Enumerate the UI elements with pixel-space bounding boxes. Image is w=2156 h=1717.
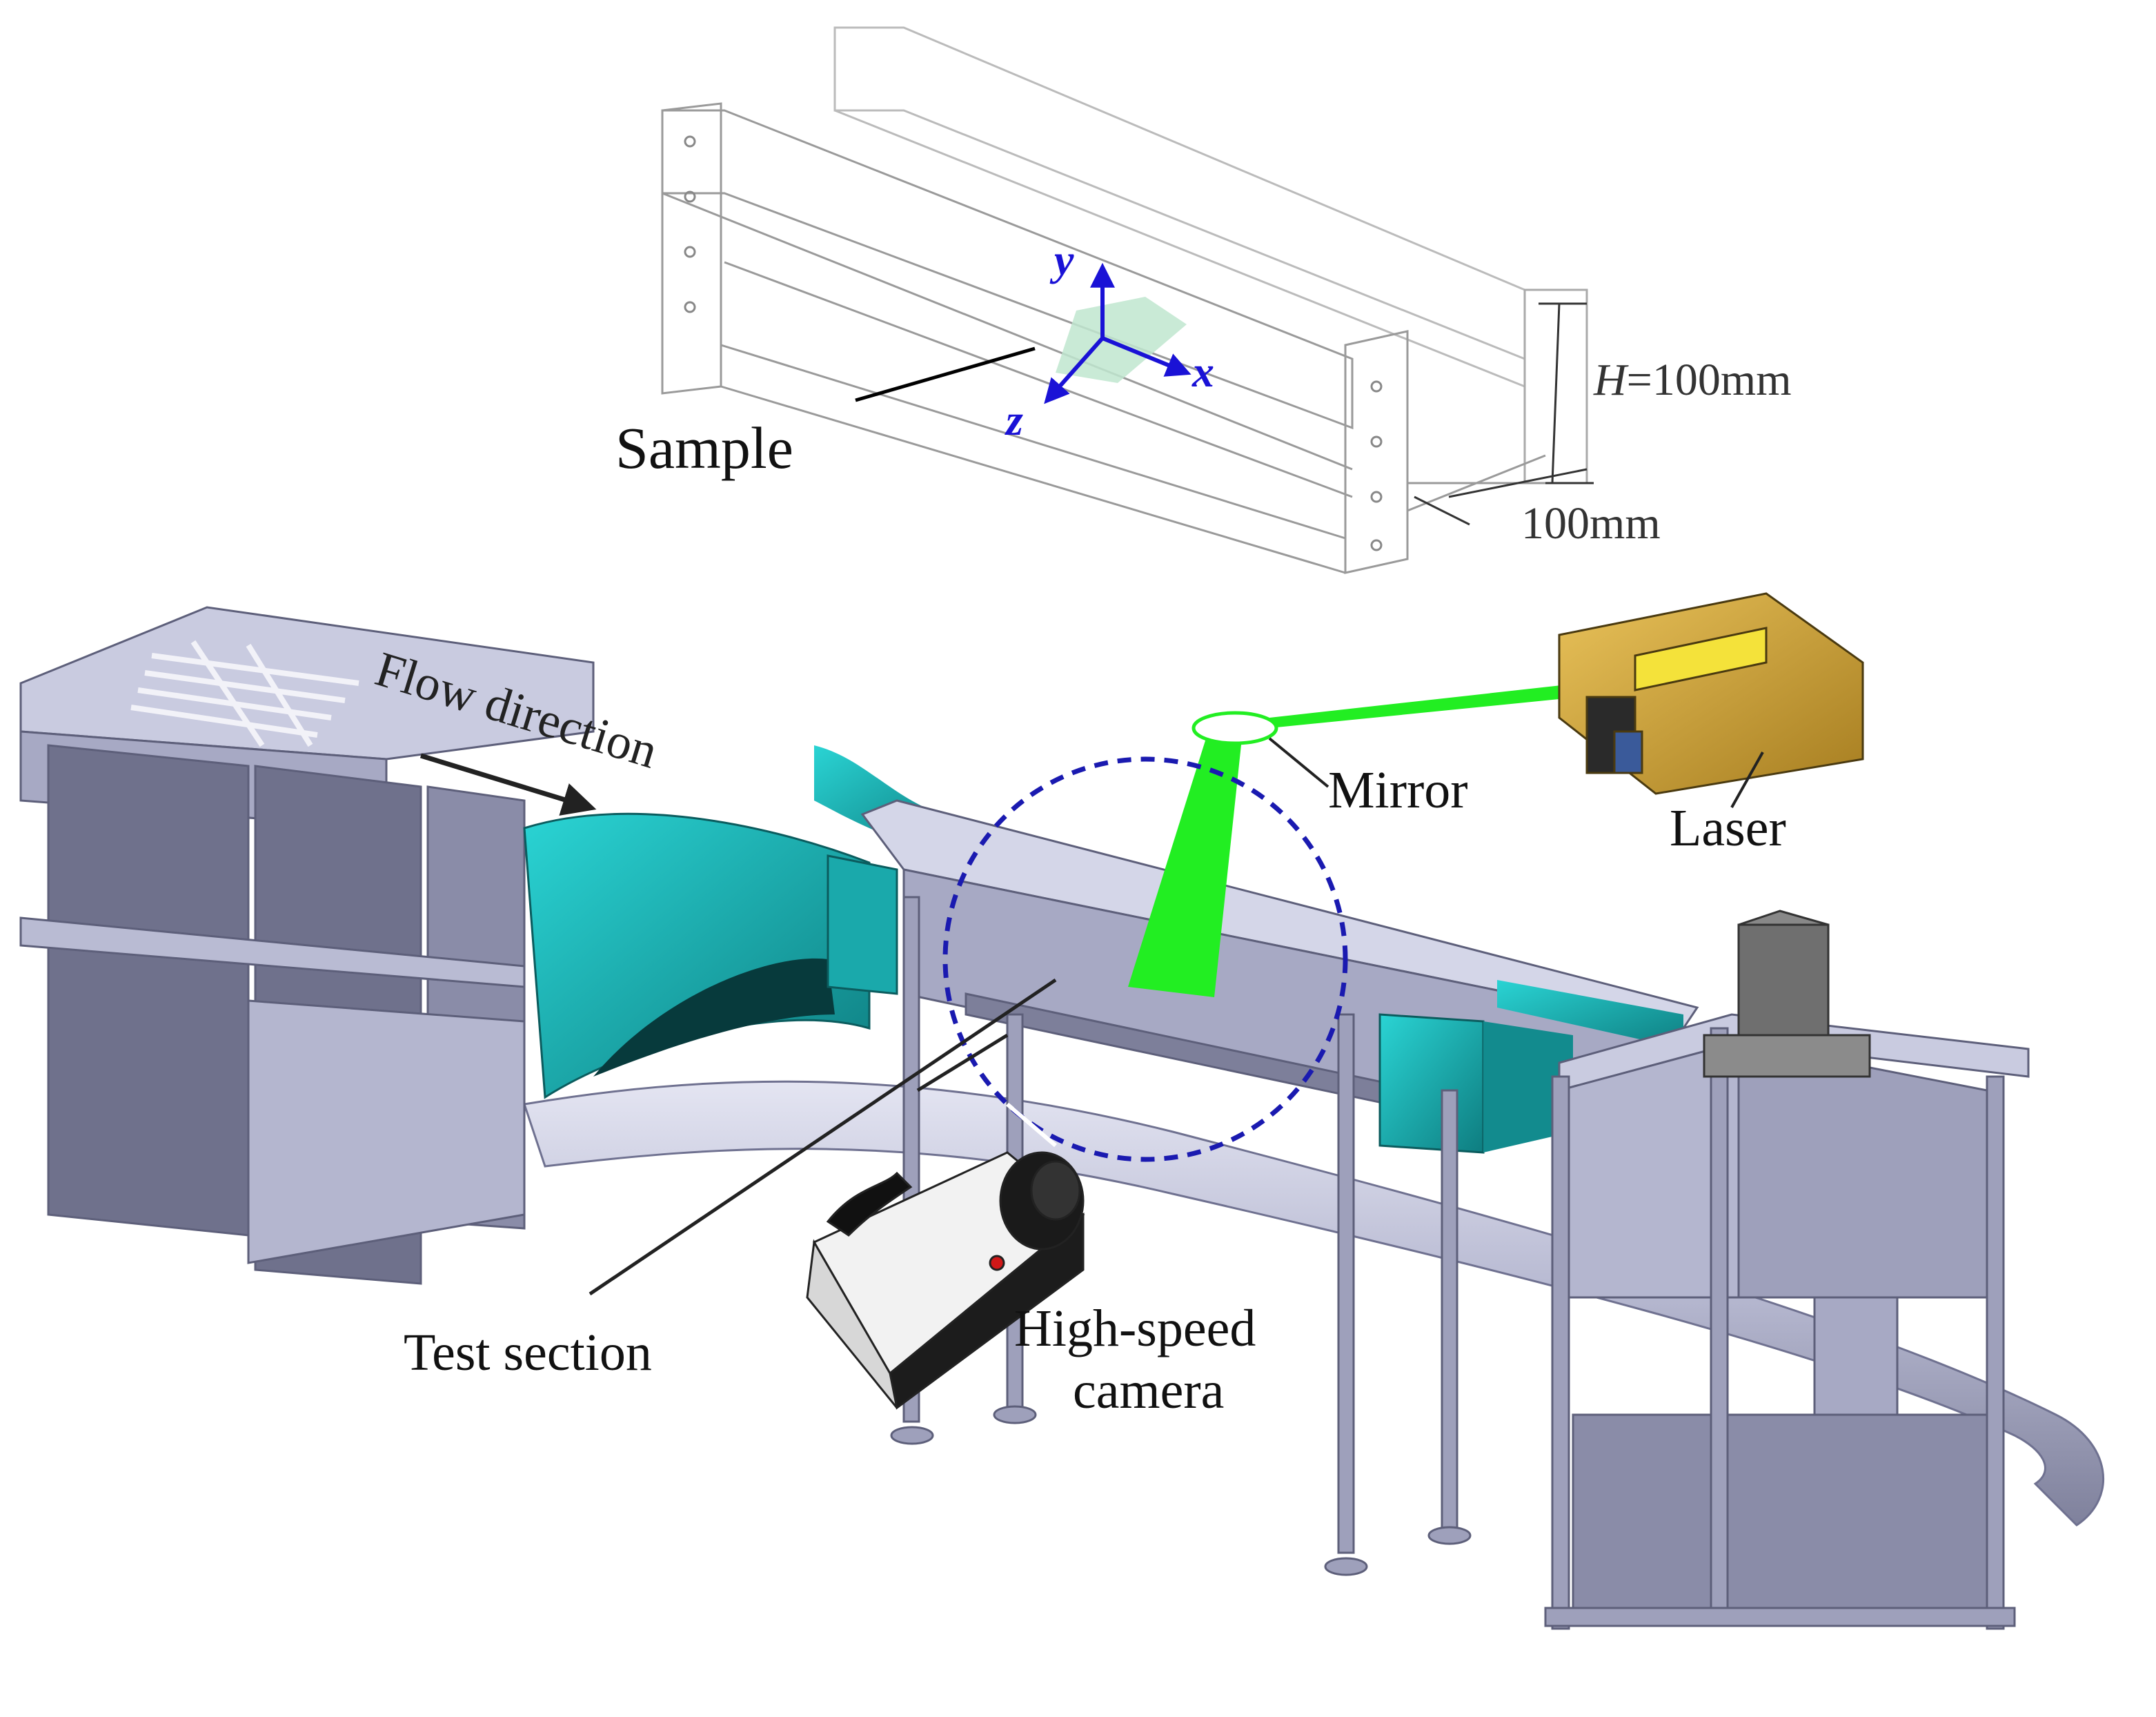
laser-label: Laser — [1670, 799, 1786, 857]
laser-beam — [1269, 683, 1580, 728]
axis-x-label: x — [1191, 347, 1214, 396]
inlet-grating — [130, 640, 359, 747]
axis-triad — [1044, 262, 1191, 404]
height-dim-value: =100mm — [1627, 355, 1792, 405]
camera-to-circle-line — [1006, 1102, 1057, 1148]
laser-leader-line — [1730, 752, 1764, 808]
contraction-section — [523, 745, 966, 1099]
test-section-arrow-tail — [916, 1033, 1009, 1092]
test-section-label: Test section — [404, 1324, 652, 1382]
flow-direction-arrow — [419, 753, 597, 816]
test-section-leader-line — [589, 978, 1057, 1296]
dimension-lines — [1414, 302, 1594, 526]
height-dimension-label: H=100mm — [1593, 355, 1792, 405]
inlet-tank — [19, 606, 595, 1285]
axis-z-label: z — [1005, 395, 1023, 444]
camera-label-line2: camera — [1073, 1362, 1224, 1420]
sample-leader-line — [855, 346, 1036, 402]
mirror-leader-line — [1268, 737, 1329, 788]
tail-tank — [1544, 1013, 2030, 1630]
flange-bolt-holes — [684, 135, 1383, 551]
test-region-circle — [942, 756, 1348, 1162]
svg-text:H=100mm: H=100mm — [1593, 355, 1792, 405]
height-dim-var: H — [1593, 355, 1629, 405]
axis-y-label: y — [1049, 235, 1074, 284]
channel-wireframe-inset — [661, 26, 1588, 574]
return-pipe — [523, 1080, 2105, 1527]
camera-label-line1: High-speed — [1014, 1299, 1256, 1357]
laser-sheet — [1128, 738, 1242, 997]
sample-plane — [1056, 297, 1187, 383]
mirror-label: Mirror — [1328, 761, 1468, 819]
laser-unit — [1558, 592, 1864, 795]
high-speed-camera — [806, 1151, 1085, 1410]
mirror — [1191, 711, 1278, 745]
width-dimension-label: 100mm — [1521, 498, 1661, 549]
pump-motor — [1703, 910, 1871, 1078]
sample-label: Sample — [615, 415, 793, 481]
